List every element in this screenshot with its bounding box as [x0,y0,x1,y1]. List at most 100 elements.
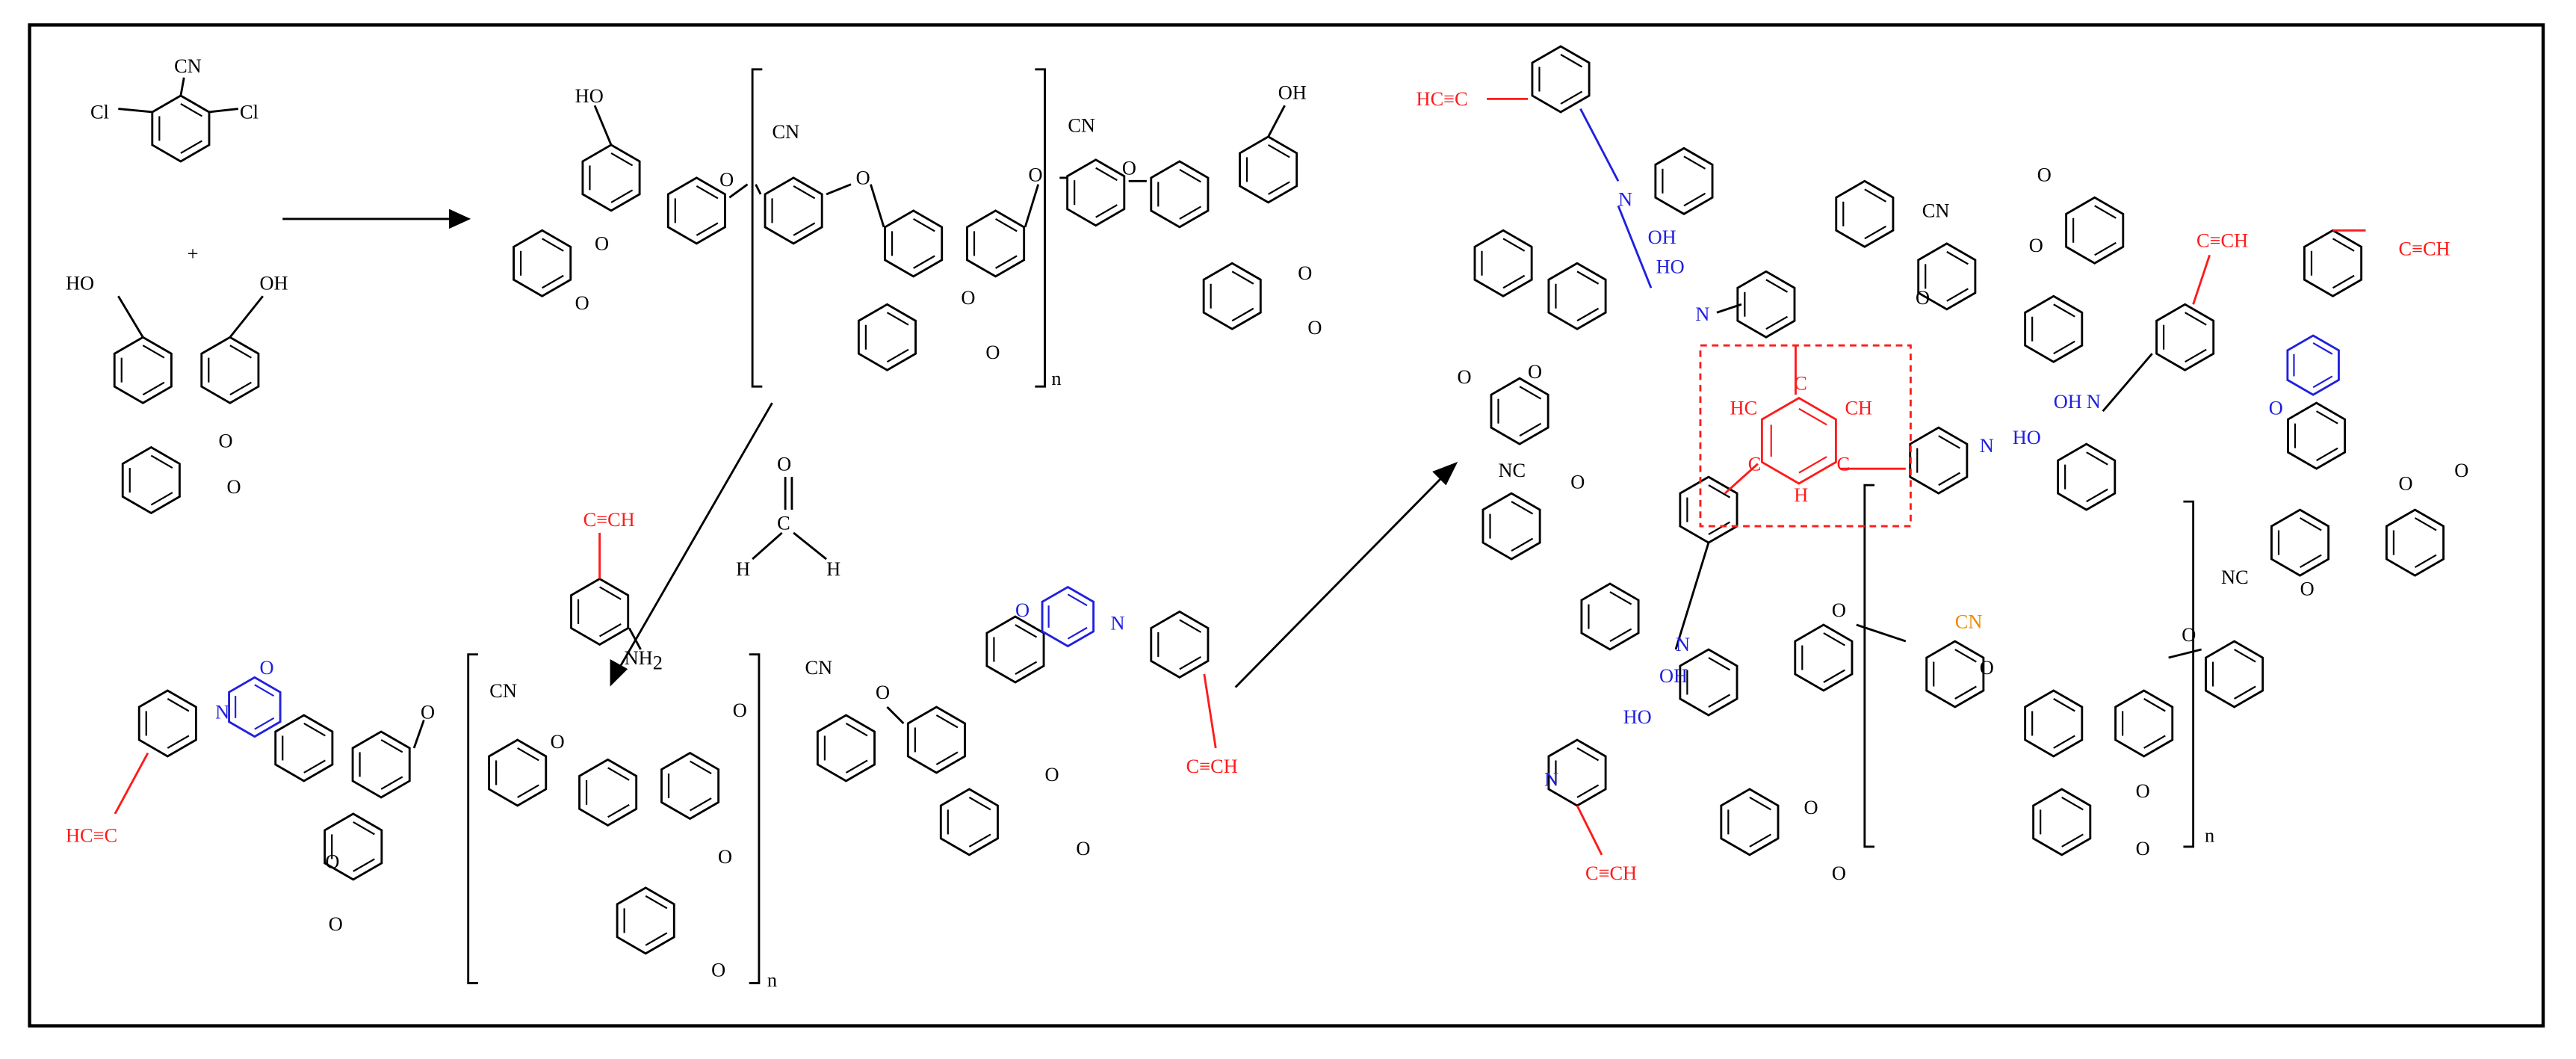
label-o: O [2399,472,2413,495]
double-bond [690,797,712,812]
label-cn: CN [773,120,800,143]
benzene-ring [1679,475,1739,544]
double-bond [2094,205,2117,219]
double-bond [845,759,868,774]
label-cn: NC [2221,566,2249,588]
label-n: N [1676,633,1690,655]
label-n: N [1980,434,1994,457]
bond [793,531,827,561]
double-bond [1268,143,1290,158]
double-bond [2300,554,2322,569]
benzene-ring [1760,396,1837,485]
label-cn-highlight: CN [1955,610,1983,632]
label-ho: HO [66,271,94,294]
double-bond [1798,407,1827,426]
bond [229,295,264,339]
double-bond [1938,435,1960,449]
benzene-ring [2057,442,2117,511]
label-nh2: NH2 [625,646,663,674]
label-cn: NC [1498,459,1526,481]
double-bond [1765,279,1789,293]
label-trimer-c: C [1836,452,1850,475]
bond [1724,463,1759,495]
double-bond [886,312,909,326]
benzene-ring [1925,640,1985,708]
double-bond [2053,340,2075,355]
double-bond [1560,54,1583,68]
benzene-ring [1679,648,1739,717]
label-o: O [733,699,747,721]
double-bond [2300,517,2322,531]
bond [1674,542,1710,650]
double-bond [2234,649,2256,663]
double-bond [1179,619,1201,633]
label-n: N [1618,188,1632,210]
bond [593,105,613,146]
double-bond [1576,271,1600,285]
double-bond [599,586,622,600]
benzene-ring [488,738,548,807]
double-bond [1502,274,1526,289]
double-bond [1519,386,1542,400]
benzene-ring [1909,426,1969,495]
label-o: O [711,959,725,981]
double-bond [229,345,252,359]
double-bond [1708,694,1731,708]
benzene-ring [857,303,917,371]
label-cl: Cl [90,101,109,123]
label-o: O [1528,360,1542,383]
brackets [467,68,2195,984]
arrow-step3 [1234,472,1447,688]
benzene-ring [323,812,383,881]
double-bond [380,776,403,790]
benzene-ring [570,577,630,646]
benzene-ring [1150,610,1210,679]
bond [1024,184,1040,228]
double-bond [1823,632,1845,646]
double-bond [610,189,634,203]
label-o: O [2182,623,2196,646]
benzene-ring [2024,689,2084,758]
bracket-top-left [751,68,763,388]
label-o: O [2037,163,2052,185]
double-bond [1511,537,1534,552]
double-bond [1946,250,1969,265]
bracket-network-left [1863,484,1875,848]
double-bond [1683,155,1706,170]
double-bond [2414,554,2437,569]
double-bond [995,255,1018,269]
double-bond [1067,626,1088,640]
benzene-ring [2114,689,2174,758]
label-o: O [1307,316,1322,339]
label-ho: HO [1656,255,1685,277]
double-bond [913,217,935,232]
double-bond [845,723,868,737]
double-bond [1179,655,1201,670]
double-bond [793,222,816,236]
benzene-ring [2032,788,2092,856]
double-bond [2234,685,2256,700]
double-bond [353,858,375,872]
label-trimer-h: H [1794,484,1808,506]
double-bond [2316,410,2338,424]
label-trimer-c: C [1794,372,1807,395]
bond [208,108,239,114]
double-bond [2143,698,2166,712]
label-ho: HO [1623,706,1652,728]
arrow-step2 [616,402,773,672]
benzene-ring [985,615,1045,684]
double-bond [1938,472,1960,487]
double-bond [2053,303,2075,318]
double-bond [254,717,275,730]
arrow-head-step3 [1432,461,1458,486]
bond [755,184,762,195]
bond [886,706,905,724]
double-bond [303,723,326,737]
double-bond [1502,238,1526,252]
double-bond [935,751,959,765]
double-bond [1576,784,1600,798]
double-bond [607,803,630,818]
bond-layer [114,77,2366,856]
label-trimer-c: C [1748,452,1762,475]
